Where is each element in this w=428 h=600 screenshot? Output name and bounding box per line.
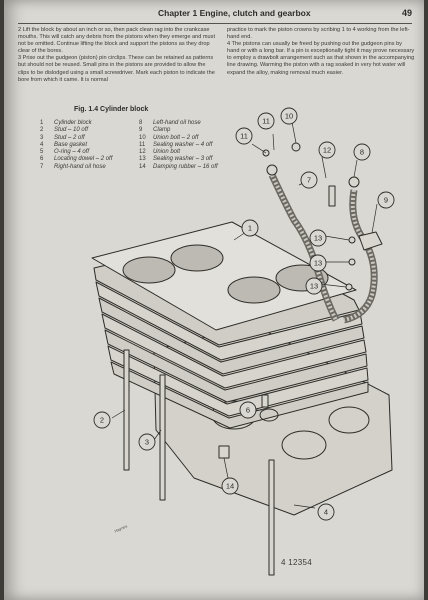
union-bolts	[262, 142, 360, 291]
damping-rubber	[218, 445, 230, 459]
locating-dowel	[261, 394, 269, 408]
manual-page: Chapter 1 Engine, clutch and gearbox 49 …	[4, 0, 424, 600]
paragraph: 3 Prise out the gudgeon (piston) pin cir…	[18, 55, 215, 83]
figure-part-number: 4 12354	[281, 558, 313, 567]
callout-13-b: 13	[314, 259, 322, 268]
header-rule	[18, 23, 412, 24]
page-number: 49	[401, 8, 412, 18]
callouts	[93, 107, 395, 521]
page-header: Chapter 1 Engine, clutch and gearbox 49	[18, 8, 412, 22]
callout-8: 8	[360, 148, 364, 157]
callout-4: 4	[324, 508, 328, 517]
callout-14: 14	[226, 482, 234, 491]
callout-2: 2	[100, 416, 104, 425]
paragraph: practice to mark the piston crowns by sc…	[227, 27, 410, 41]
callout-13: 13	[314, 234, 322, 243]
paragraph: 4 The pistons can usually be freed by pu…	[227, 41, 415, 76]
callout-13-c: 13	[310, 282, 318, 291]
body-column-right: practice to mark the piston crowns by sc…	[227, 27, 415, 77]
figure-title: Fig. 1.4 Cylinder block	[74, 106, 149, 113]
clamp	[358, 231, 383, 251]
callout-11-b: 11	[240, 132, 248, 141]
exploded-diagram: 1 2 3 14 4 6 7 8 9 10 11 11 12 13 13 13	[91, 107, 395, 576]
body-column-left: 2 Lift the block by about an inch or so,…	[18, 27, 218, 84]
paragraph: 2 Lift the block by about an inch or so,…	[18, 27, 216, 55]
callout-10: 10	[285, 112, 293, 121]
chapter-title: Chapter 1 Engine, clutch and gearbox	[158, 8, 311, 18]
callout-7: 7	[307, 176, 311, 185]
studs	[123, 349, 275, 576]
callout-9: 9	[384, 196, 388, 205]
callout-12: 12	[323, 146, 331, 155]
callout-6: 6	[246, 406, 250, 415]
cylinder-deck	[91, 221, 357, 331]
callout-3: 3	[145, 438, 149, 447]
callout-11: 11	[262, 117, 270, 126]
o-ring	[259, 408, 279, 422]
callout-1: 1	[248, 224, 252, 233]
